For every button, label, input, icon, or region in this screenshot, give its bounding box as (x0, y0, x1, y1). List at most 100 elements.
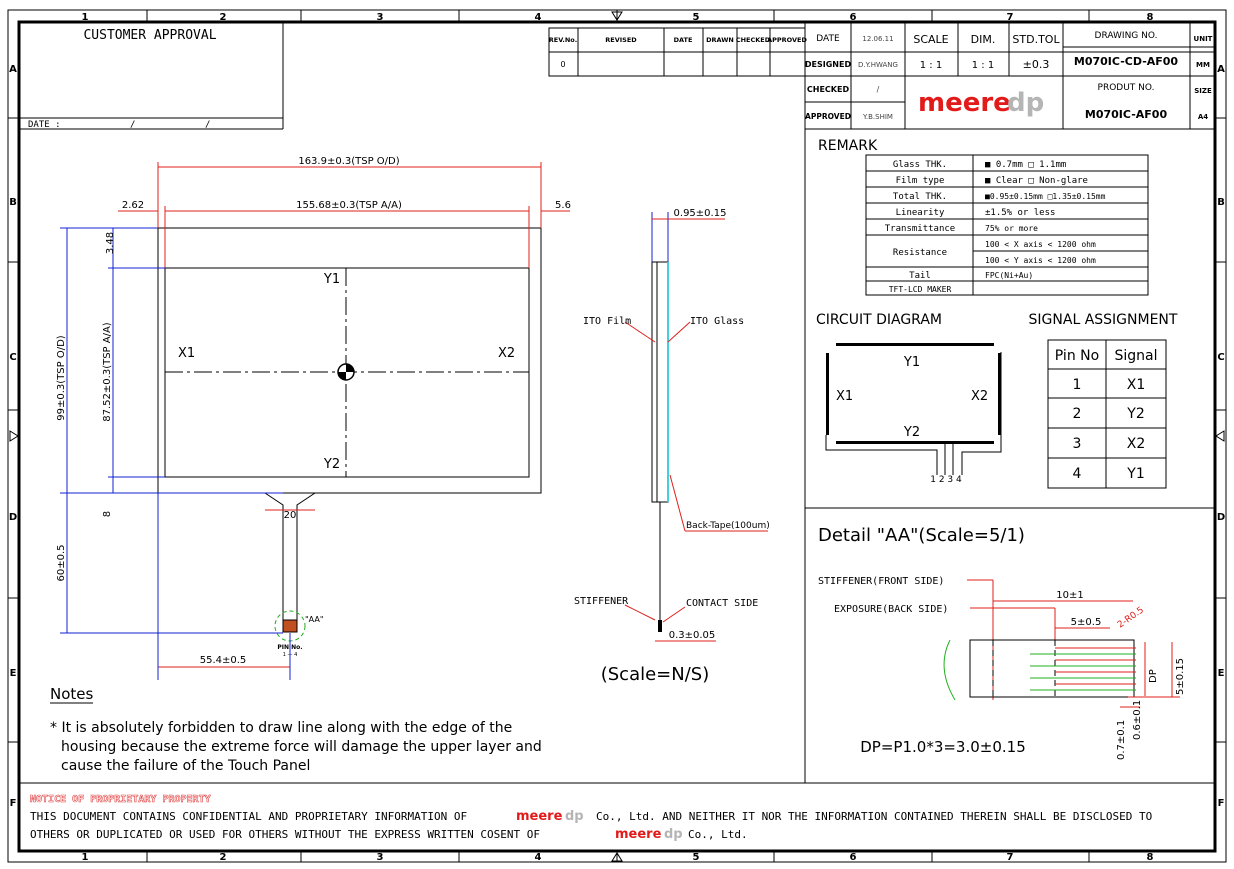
front-dim-8: 8 (102, 511, 113, 517)
tb-designed-value: D.Y.HWANG (858, 61, 898, 69)
row-label: C (1217, 352, 1224, 363)
front-dim-total-w: 163.9±0.3(TSP O/D) (298, 156, 399, 167)
column-ticks (8, 10, 1226, 862)
signal-pin: 2 (1073, 406, 1082, 422)
tb-dim-label: DIM. (971, 33, 996, 46)
side-back-tape: Back-Tape(100um) (686, 521, 770, 531)
detail-dim-dp: DP (1148, 669, 1159, 683)
front-dim-55: 55.4±0.5 (200, 655, 247, 666)
circuit-x2: X2 (971, 389, 988, 404)
row-label: B (9, 197, 17, 208)
remark-label: Resistance (893, 248, 947, 258)
title-block-text: DATE 12.06.11 DESIGNED D.Y.HWANG CHECKED… (805, 31, 1213, 121)
front-dim-total-h: 99±0.3(TSP O/D) (56, 335, 67, 421)
col-label: 4 (535, 12, 542, 23)
tb-designed-label: DESIGNED (805, 60, 852, 69)
front-dim-left: 2.62 (122, 200, 144, 211)
front-dim-right: 5.6 (555, 200, 571, 211)
rev-header: CHECKED (736, 36, 771, 44)
date-sep: / (205, 120, 210, 130)
date-label: DATE : (28, 120, 61, 130)
front-x2: X2 (498, 346, 515, 361)
side-scale: (Scale=N/S) (601, 664, 710, 685)
center-arrow-icon (611, 852, 623, 862)
tb-checked-value: / (877, 85, 880, 94)
notes-title: Notes (50, 685, 94, 703)
col-label: 2 (220, 12, 227, 23)
remark-title: REMARK (818, 138, 878, 154)
tb-approved-value: Y.B.SHIM (862, 113, 893, 121)
front-y2: Y2 (323, 457, 340, 472)
row-label: A (9, 64, 17, 75)
remark-label: Glass THK. (893, 160, 947, 170)
tb-drawing-no-value: M070IC-CD-AF00 (1074, 55, 1179, 68)
center-arrow-icon (9, 430, 19, 442)
revision-table (548, 27, 806, 77)
row-label: B (1217, 197, 1225, 208)
front-dim-20: 20 (284, 510, 297, 521)
front-x1: X1 (178, 346, 195, 361)
company-logo: meere dp (918, 88, 1044, 118)
notes-line2: housing because the extreme force will d… (61, 739, 542, 755)
tb-size-value: A4 (1198, 113, 1208, 121)
footer-logo-main: meere (516, 809, 563, 824)
detail-title: Detail "AA"(Scale=5/1) (818, 525, 1025, 546)
tb-scale-value: 1 : 1 (920, 60, 942, 71)
col-label: 7 (1007, 12, 1014, 23)
logo-sub: dp (1007, 88, 1044, 118)
col-label: 2 (220, 852, 227, 863)
notes-line3: cause the failure of the Touch Panel (61, 758, 310, 774)
front-aa-label: "AA" (305, 615, 324, 624)
row-label: F (1218, 798, 1225, 809)
row-label: A (1217, 64, 1225, 75)
side-contact-side: CONTACT SIDE (686, 598, 758, 609)
tb-size-label: SIZE (1194, 87, 1212, 95)
detail-dim-10: 10±1 (1056, 590, 1083, 601)
col-label: 7 (1007, 852, 1014, 863)
tb-stdtol-value: ±0.3 (1023, 58, 1050, 71)
rev-header: REV.No. (549, 36, 577, 44)
detail-exposure-label: EXPOSURE(BACK SIDE) (834, 604, 948, 615)
col-label: 8 (1147, 852, 1154, 863)
tb-date-value: 12.06.11 (862, 35, 893, 43)
footer-logo-sub: dp (664, 827, 683, 842)
circuit-title: CIRCUIT DIAGRAM (816, 312, 942, 328)
rev-header: REVISED (605, 36, 637, 44)
notice-title: NOTICE OF PROPRIETARY PROPERTY (30, 794, 211, 805)
remark-label: TFT-LCD MAKER (889, 285, 952, 294)
side-stiffener: STIFFENER (574, 596, 629, 607)
col-label: 4 (535, 852, 542, 863)
signal-name: Y2 (1126, 406, 1144, 422)
tb-unit-label: UNIT (1194, 35, 1213, 43)
center-arrow-icon (1215, 430, 1225, 442)
remark-label: Tail (909, 271, 931, 281)
col-label: 1 (82, 12, 89, 23)
detail-dim-06: 0.6±0.1 (1132, 700, 1143, 740)
tb-dim-value: 1 : 1 (972, 60, 994, 71)
footer-logo-main: meere (615, 827, 662, 842)
footer-notice: NOTICE OF PROPRIETARY PROPERTY THIS DOCU… (30, 794, 1153, 842)
col-label: 6 (850, 852, 857, 863)
col-label: 3 (377, 852, 384, 863)
side-dim-thk: 0.95±0.15 (674, 208, 727, 219)
circuit-diagram: Y1 Y2 X1 X2 1 2 3 4 (825, 343, 1002, 485)
notes-line1: * It is absolutely forbidden to draw lin… (50, 720, 512, 736)
rev-header: DATE (674, 36, 693, 44)
side-view: 0.95±0.15 ITO Film ITO Glass Back-Tape(1… (574, 208, 770, 685)
circuit-y2: Y2 (903, 425, 920, 440)
col-label: 5 (693, 12, 700, 23)
customer-approval-box: CUSTOMER APPROVAL DATE : / / (19, 22, 284, 130)
col-label: 5 (693, 852, 700, 863)
tb-product-no-label: PRODUT NO. (1098, 83, 1155, 93)
date-sep: / (130, 120, 135, 130)
row-label: E (1218, 668, 1225, 679)
frame-labels: 1 2 3 4 5 6 7 8 1 2 3 4 5 6 7 8 A B C D … (9, 12, 1225, 863)
col-label: 1 (82, 852, 89, 863)
circuit-x1: X1 (836, 389, 853, 404)
tb-stdtol-label: STD.TOL (1012, 33, 1060, 46)
footer-line2a: OTHERS OR DUPLICATED OR USED FOR OTHERS … (30, 828, 540, 841)
customer-approval-title: CUSTOMER APPROVAL (83, 28, 216, 43)
signal-name: X1 (1127, 377, 1146, 393)
remark-label: Transmittance (885, 224, 955, 234)
detail-stiffener-label: STIFFENER(FRONT SIDE) (818, 576, 944, 587)
